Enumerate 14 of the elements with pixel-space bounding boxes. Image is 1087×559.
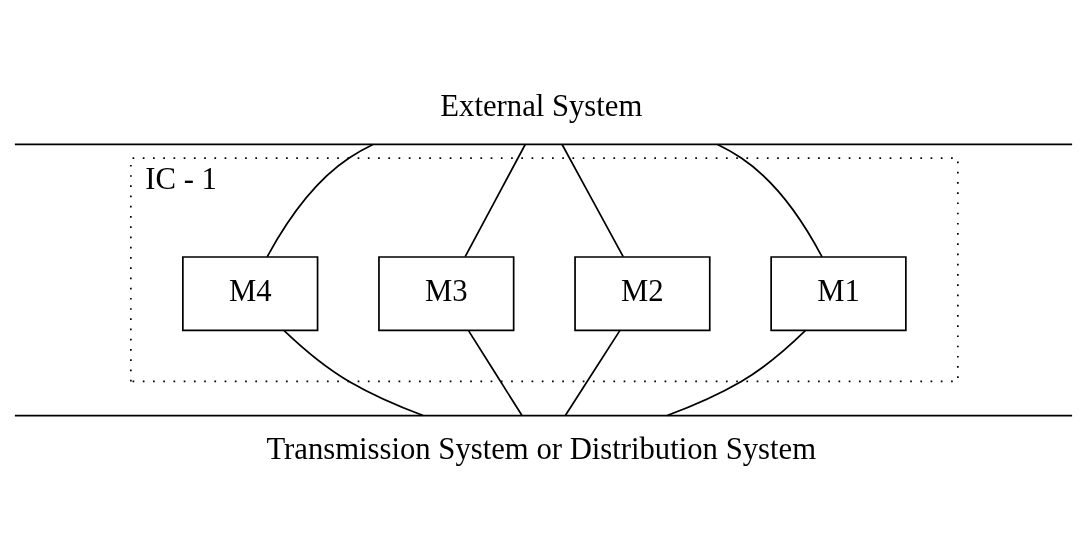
connector [561,143,625,258]
node-text: Transmission System or Distribution System [266,431,817,466]
node-box: M4 [182,255,319,331]
connector [464,143,527,258]
connector [666,329,807,416]
connector [564,329,621,416]
connector [467,329,523,416]
node-box: M3 [378,255,515,331]
node-box: M2 [574,255,711,331]
connector [266,143,374,258]
connector [716,143,823,258]
connector [283,329,424,416]
node-text: External System [440,88,643,123]
node-box: M1 [770,255,907,331]
